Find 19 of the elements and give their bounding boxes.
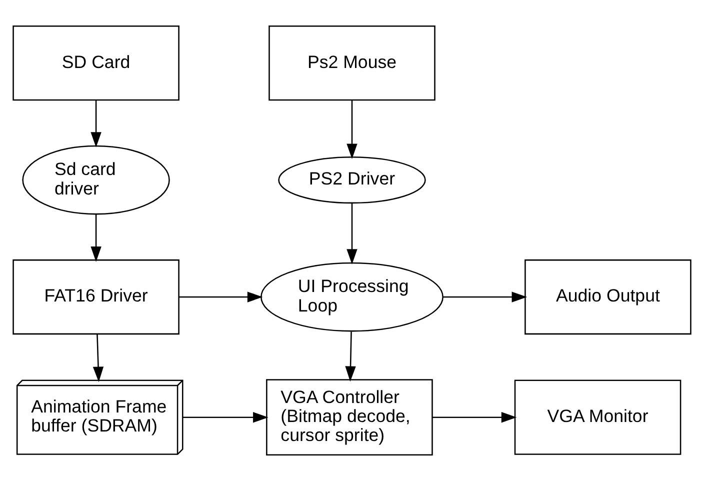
arrow — [432, 412, 517, 423]
arrow — [90, 214, 102, 262]
node-box: Audio Output — [524, 259, 692, 335]
arrow — [346, 203, 358, 264]
arrow — [345, 332, 356, 382]
node-box: FAT16 Driver — [12, 259, 180, 335]
node-ellipse: UI Processing Loop — [260, 262, 444, 332]
node-ellipse: Sd card driver — [22, 145, 170, 215]
arrow — [179, 292, 263, 302]
node-box: VGA Controller (Bitmap decode, cursor sprite) — [266, 379, 433, 456]
arrow — [90, 100, 102, 148]
node-box: Ps2 Mouse — [268, 25, 436, 101]
arrow — [92, 334, 104, 382]
arrow — [346, 100, 358, 160]
arrow — [182, 412, 268, 423]
node-box: SD Card — [12, 25, 180, 101]
node-ellipse: PS2 Driver — [278, 156, 426, 204]
arrow — [442, 292, 528, 302]
node-box: VGA Monitor — [514, 380, 682, 455]
